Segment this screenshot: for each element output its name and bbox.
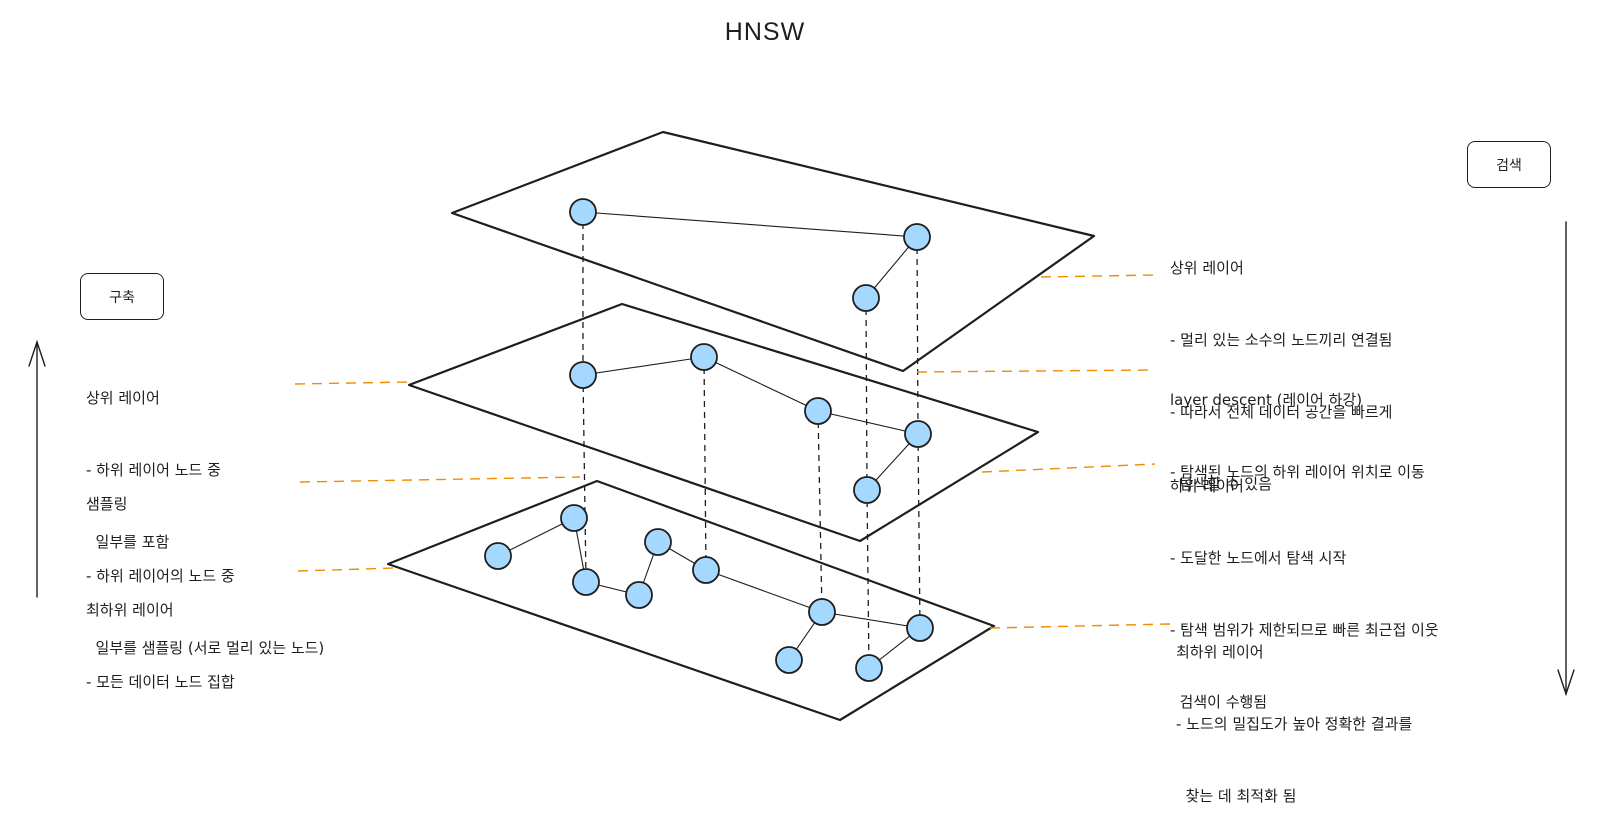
note-heading: 상위 레이어 xyxy=(1170,259,1244,277)
node-top-1 xyxy=(569,198,597,226)
left-note-sampling: 샘플링 - 하위 레이어의 노드 중 일부를 샘플링 (서로 멀리 있는 노드) xyxy=(86,444,324,684)
search-direction-arrow xyxy=(1557,221,1575,697)
node-bottom-5 xyxy=(644,528,672,556)
node-top-3 xyxy=(852,284,880,312)
note-line: - 따라서 전체 데이터 공간을 빠르게 xyxy=(1170,403,1393,421)
note-line: - 노드의 밀집도가 높아 정확한 결과를 xyxy=(1176,715,1413,733)
note-line: - 도달한 노드에서 탐색 시작 xyxy=(1170,549,1347,567)
note-line: - 모든 데이터 노드 집합 xyxy=(86,673,235,691)
note-line: - 멀리 있는 소수의 노드끼리 연결됨 xyxy=(1170,331,1393,349)
graph-nodes xyxy=(484,198,934,682)
graph-edges xyxy=(497,211,921,669)
right-note-lower-layer: 하위 레이어 - 도달한 노드에서 탐색 시작 - 탐색 범위가 제한되므로 빠… xyxy=(1170,426,1439,738)
note-heading: 하위 레이어 xyxy=(1170,477,1244,495)
node-mid-1 xyxy=(569,361,597,389)
diagram-title: HNSW xyxy=(724,18,806,46)
left-note-upper-layer: 상위 레이어 - 하위 레이어 노드 중 일부를 포함 xyxy=(86,338,221,578)
note-heading: 최하위 레이어 xyxy=(1176,643,1264,661)
node-bottom-1 xyxy=(484,542,512,570)
node-bottom-3 xyxy=(572,568,600,596)
note-heading: 상위 레이어 xyxy=(86,389,160,407)
note-line: 검색이 수행됨 xyxy=(1170,693,1268,711)
right-note-bottom-layer: 최하위 레이어 - 노드의 밀집도가 높아 정확한 결과를 찾는 데 최적화 됨 xyxy=(1176,592,1412,832)
note-line: 일부를 샘플링 (서로 멀리 있는 노드) xyxy=(86,639,325,657)
node-bottom-2 xyxy=(560,504,588,532)
bottom-layer-plane xyxy=(386,479,996,722)
build-direction-arrow xyxy=(28,339,46,598)
right-note-upper-layer: 상위 레이어 - 멀리 있는 소수의 노드끼리 연결됨 - 따라서 전체 데이터… xyxy=(1170,208,1392,520)
note-line: - 하위 레이어 노드 중 xyxy=(86,461,221,479)
node-bottom-10 xyxy=(855,654,883,682)
note-heading: layer descent (레이어 하강) xyxy=(1170,391,1363,409)
build-tag: 구축 xyxy=(80,273,164,320)
node-bottom-6 xyxy=(692,556,720,584)
node-mid-2 xyxy=(690,343,718,371)
search-tag: 검색 xyxy=(1467,141,1551,188)
note-line: 일부를 포함 xyxy=(86,533,170,551)
left-note-bottom-layer: 최하위 레이어 - 모든 데이터 노드 집합 xyxy=(86,550,235,718)
leader-lines xyxy=(294,274,1171,629)
note-heading: 최하위 레이어 xyxy=(86,601,174,619)
note-line: - 탐색된 노드의 하위 레이어 위치로 이동 xyxy=(1170,463,1425,481)
layer-connectors xyxy=(582,212,921,669)
node-bottom-7 xyxy=(808,598,836,626)
top-layer-plane xyxy=(450,130,1096,373)
node-mid-3 xyxy=(804,397,832,425)
node-mid-4 xyxy=(904,420,932,448)
node-bottom-9 xyxy=(775,646,803,674)
note-line: - 하위 레이어의 노드 중 xyxy=(86,567,235,585)
node-bottom-8 xyxy=(906,614,934,642)
note-line: 탐색할 수 있음 xyxy=(1170,475,1272,493)
note-heading: 샘플링 xyxy=(86,495,128,513)
right-note-layer-descent: layer descent (레이어 하강) - 탐색된 노드의 하위 레이어 … xyxy=(1170,340,1425,508)
node-mid-5 xyxy=(853,476,881,504)
note-line: - 탐색 범위가 제한되므로 빠른 최근접 이웃 xyxy=(1170,621,1439,639)
middle-layer-plane xyxy=(407,302,1040,543)
node-top-2 xyxy=(903,223,931,251)
hnsw-diagram xyxy=(28,130,1575,722)
note-line: 찾는 데 최적화 됨 xyxy=(1176,787,1297,805)
node-bottom-4 xyxy=(625,581,653,609)
